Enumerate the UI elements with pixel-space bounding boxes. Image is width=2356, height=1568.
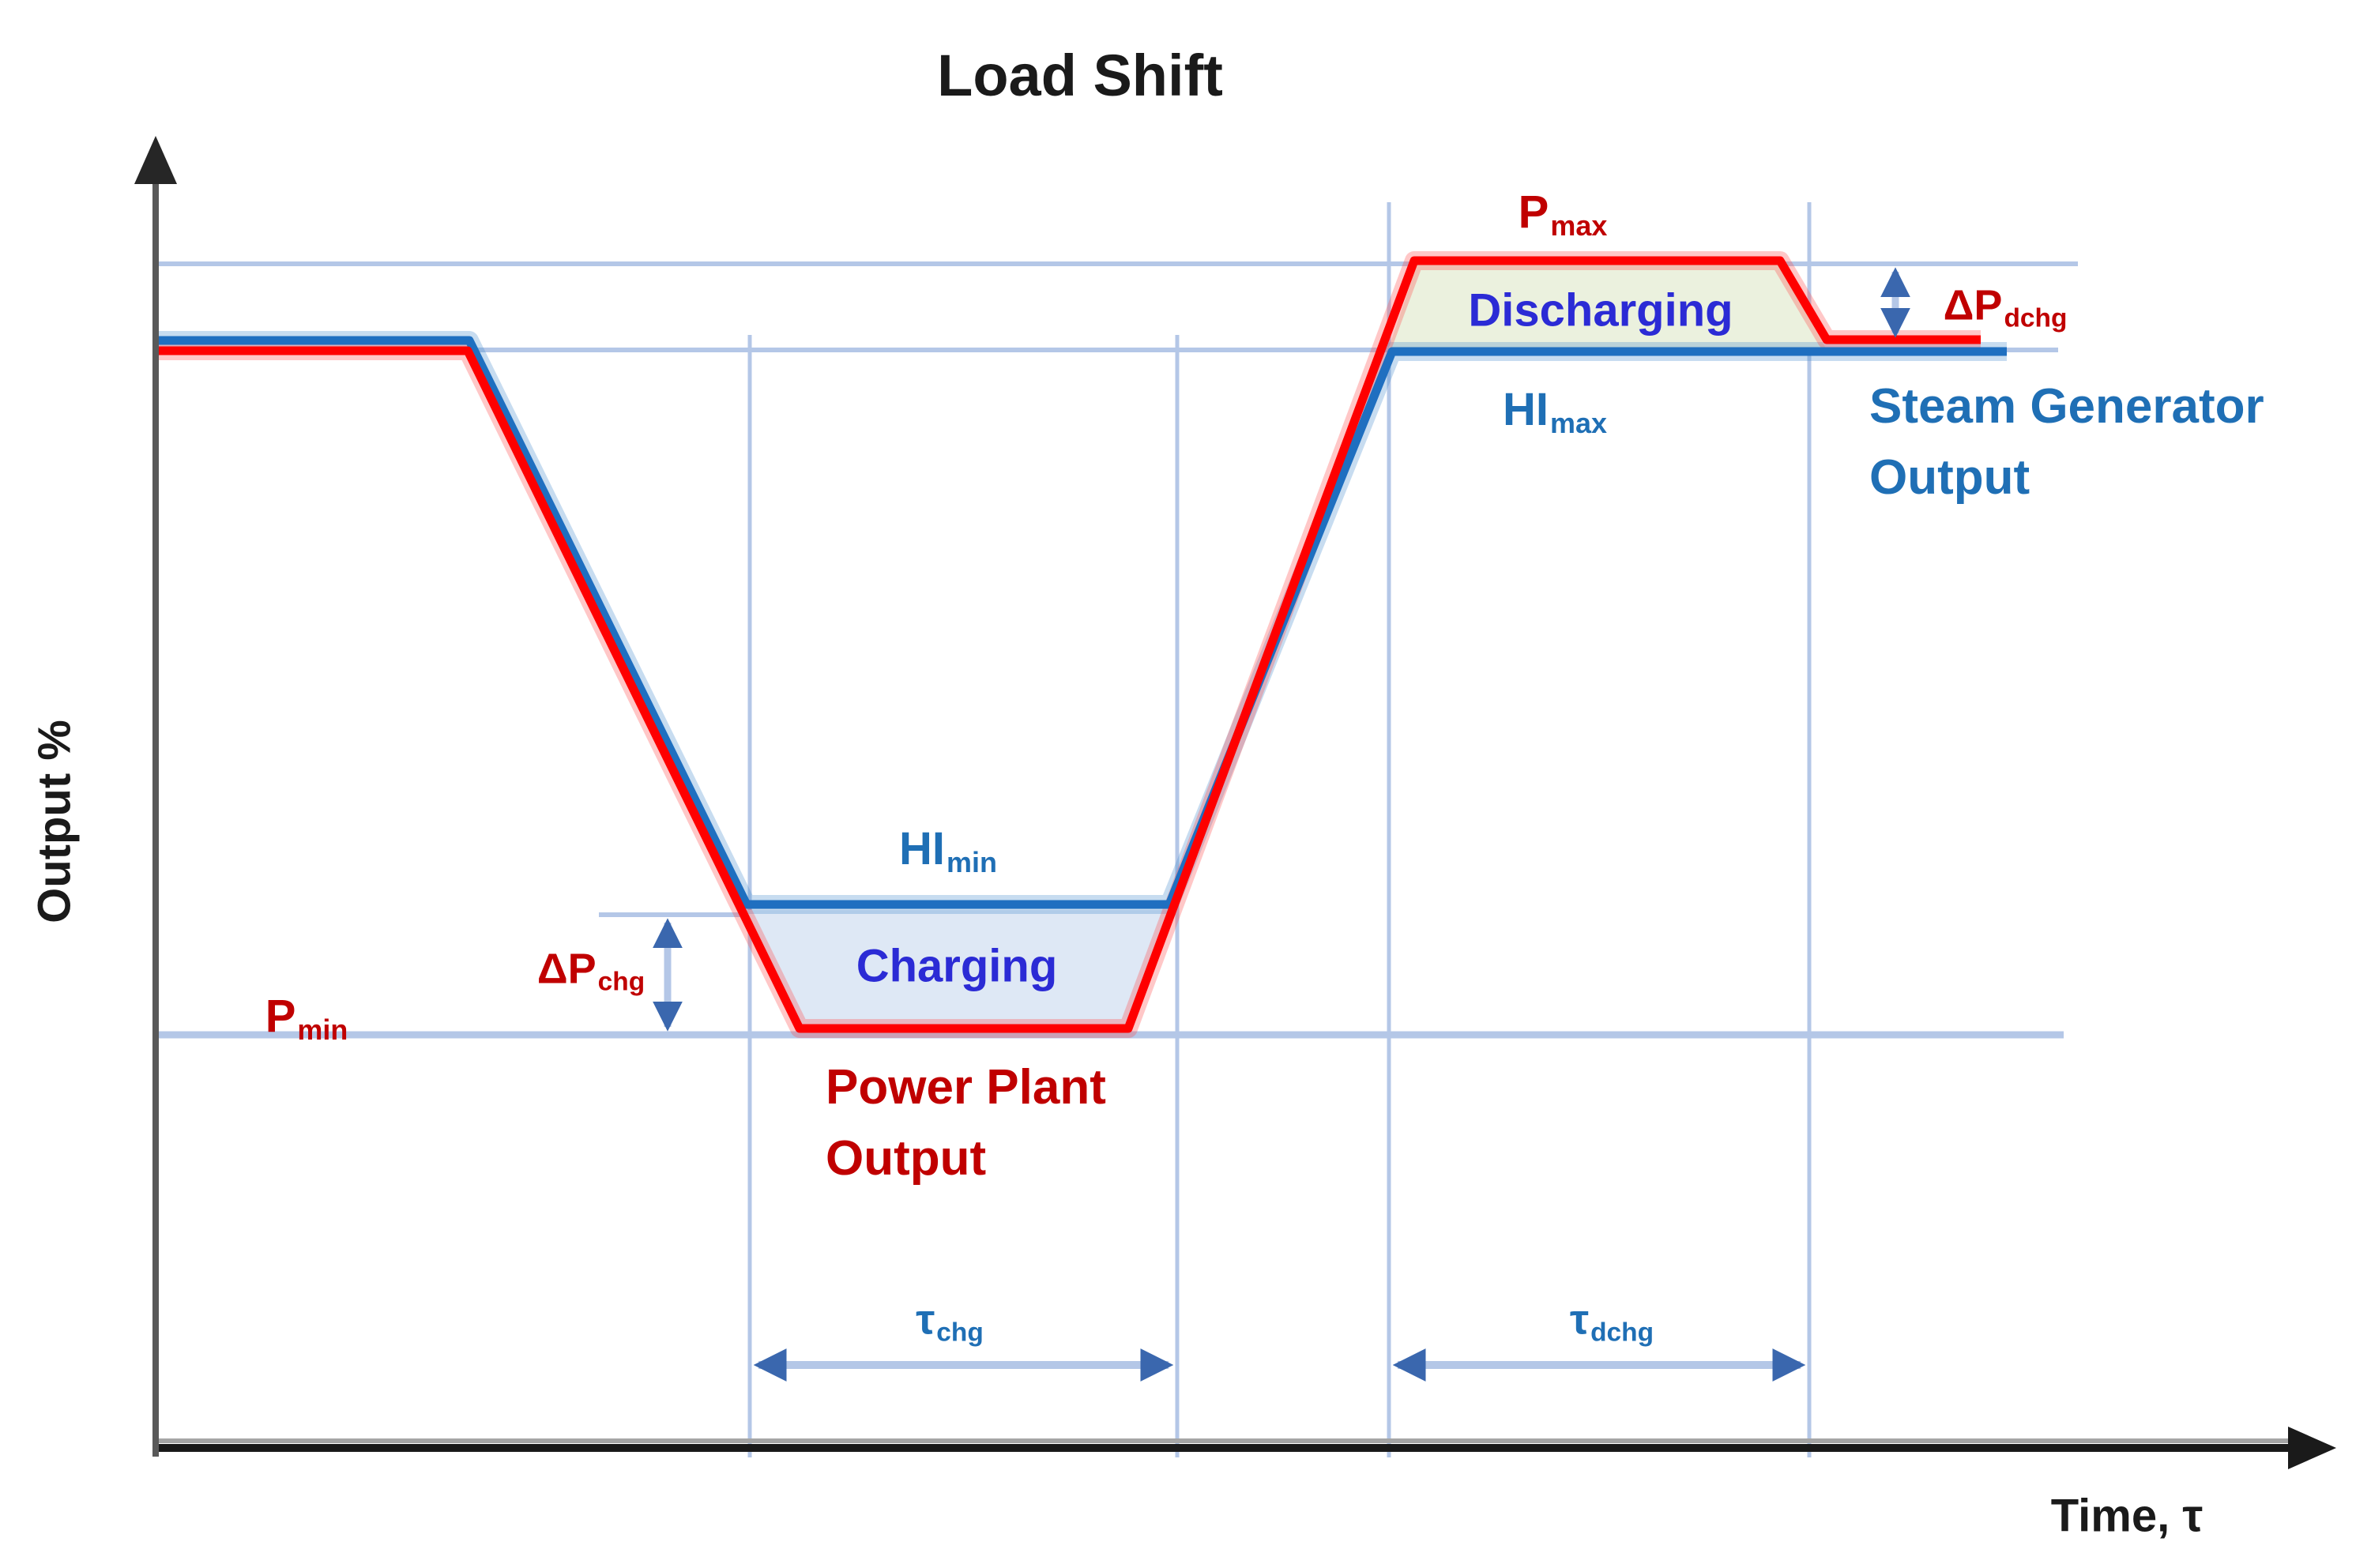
steam-generator-line bbox=[156, 336, 2007, 909]
p-min-label: Pmin bbox=[265, 991, 348, 1047]
tau-chg-sub: chg bbox=[936, 1318, 984, 1348]
tau-chg-base: τ bbox=[916, 1295, 935, 1344]
hi-max-sub: max bbox=[1550, 407, 1607, 440]
steam-generator-output-line1: Steam Generator bbox=[1869, 379, 2264, 434]
charging-label: Charging bbox=[856, 940, 1058, 992]
discharging-label: Discharging bbox=[1468, 284, 1733, 337]
delta-p-dchg-base: ΔP bbox=[1943, 281, 2003, 329]
p-max-base: P bbox=[1518, 186, 1549, 239]
hi-min-sub: min bbox=[947, 846, 997, 879]
y-axis-label: Output % bbox=[28, 720, 81, 923]
tau-chg-label: τchg bbox=[916, 1295, 984, 1348]
p-min-base: P bbox=[265, 991, 296, 1043]
tau-dchg-sub: dchg bbox=[1590, 1318, 1654, 1348]
delta-p-chg-base: ΔP bbox=[536, 945, 597, 993]
charging-region-fill bbox=[739, 910, 1172, 1031]
delta-p-dchg-sub: dchg bbox=[2004, 304, 2068, 334]
p-min-sub: min bbox=[297, 1013, 348, 1047]
tau-dchg-base: τ bbox=[1569, 1295, 1590, 1344]
x-axis-arrowhead-icon bbox=[2288, 1427, 2336, 1469]
delta-p-chg-sub: chg bbox=[597, 968, 645, 998]
tau-dchg-label: τdchg bbox=[1569, 1295, 1654, 1348]
power-plant-line bbox=[156, 256, 1981, 1033]
steam-generator-line-glow bbox=[156, 331, 2007, 914]
hi-max-base: HI bbox=[1503, 384, 1549, 436]
chart-title: Load Shift bbox=[937, 43, 1223, 109]
power-plant-output-line2: Output bbox=[826, 1130, 987, 1186]
power-plant-output-line1: Power Plant bbox=[826, 1060, 1106, 1115]
y-axis-arrowhead-icon bbox=[134, 136, 177, 184]
discharging-region-fill bbox=[1388, 264, 1827, 350]
hi-min-label: HImin bbox=[899, 825, 997, 878]
steam-generator-output-label: Steam Generator Output bbox=[1869, 371, 2264, 513]
hi-max-label: HImax bbox=[1503, 384, 1607, 440]
p-max-sub: max bbox=[1550, 209, 1608, 243]
p-max-label: Pmax bbox=[1518, 186, 1608, 243]
delta-p-dchg-label: ΔPdchg bbox=[1943, 281, 2068, 334]
x-axis-label: Time, τ bbox=[2050, 1490, 2204, 1542]
delta-p-chg-label: ΔPchg bbox=[536, 945, 645, 998]
hi-min-base: HI bbox=[899, 823, 946, 875]
power-plant-output-label: Power Plant Output bbox=[826, 1052, 1106, 1194]
steam-generator-output-line2: Output bbox=[1869, 449, 2030, 505]
